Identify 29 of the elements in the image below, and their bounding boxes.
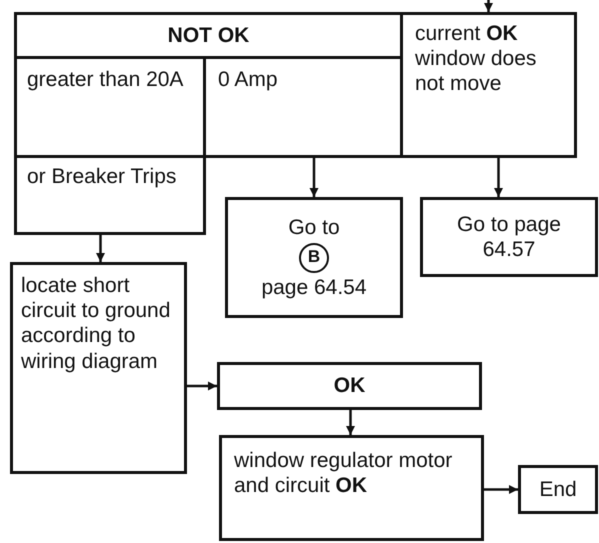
arrow — [310, 158, 318, 197]
process-box — [217, 362, 482, 410]
process-box — [400, 12, 577, 158]
step-text: Go to page 64.57 — [456, 212, 562, 262]
step-text: or Breaker Trips — [27, 164, 176, 190]
step-text: 0 Amp — [218, 67, 278, 92]
process-box — [14, 155, 206, 235]
step-text: locate short circuit to ground according to wiring diagram — [21, 273, 172, 374]
step-text: OK — [334, 373, 366, 399]
arrow — [494, 158, 503, 197]
step-text: NOT OK — [168, 22, 250, 48]
arrow — [96, 235, 105, 262]
process-box — [225, 197, 403, 318]
arrow — [346, 410, 355, 435]
process-box — [219, 435, 484, 541]
step-text: Go to — [288, 215, 340, 240]
step-text: End — [539, 476, 577, 502]
step-text: greater than 20A — [27, 67, 184, 92]
arrow — [187, 382, 217, 390]
process-box — [14, 12, 403, 59]
process-box — [10, 262, 187, 474]
step-text: page 64.54 — [261, 274, 367, 300]
arrow — [484, 485, 518, 494]
step-text: current OK window does not move — [415, 21, 538, 97]
process-box — [518, 465, 598, 514]
circled-letter: B — [299, 242, 329, 272]
arrow — [484, 0, 493, 12]
process-box — [420, 197, 598, 277]
step-text: window regulator motor and circuit OK — [234, 448, 454, 498]
